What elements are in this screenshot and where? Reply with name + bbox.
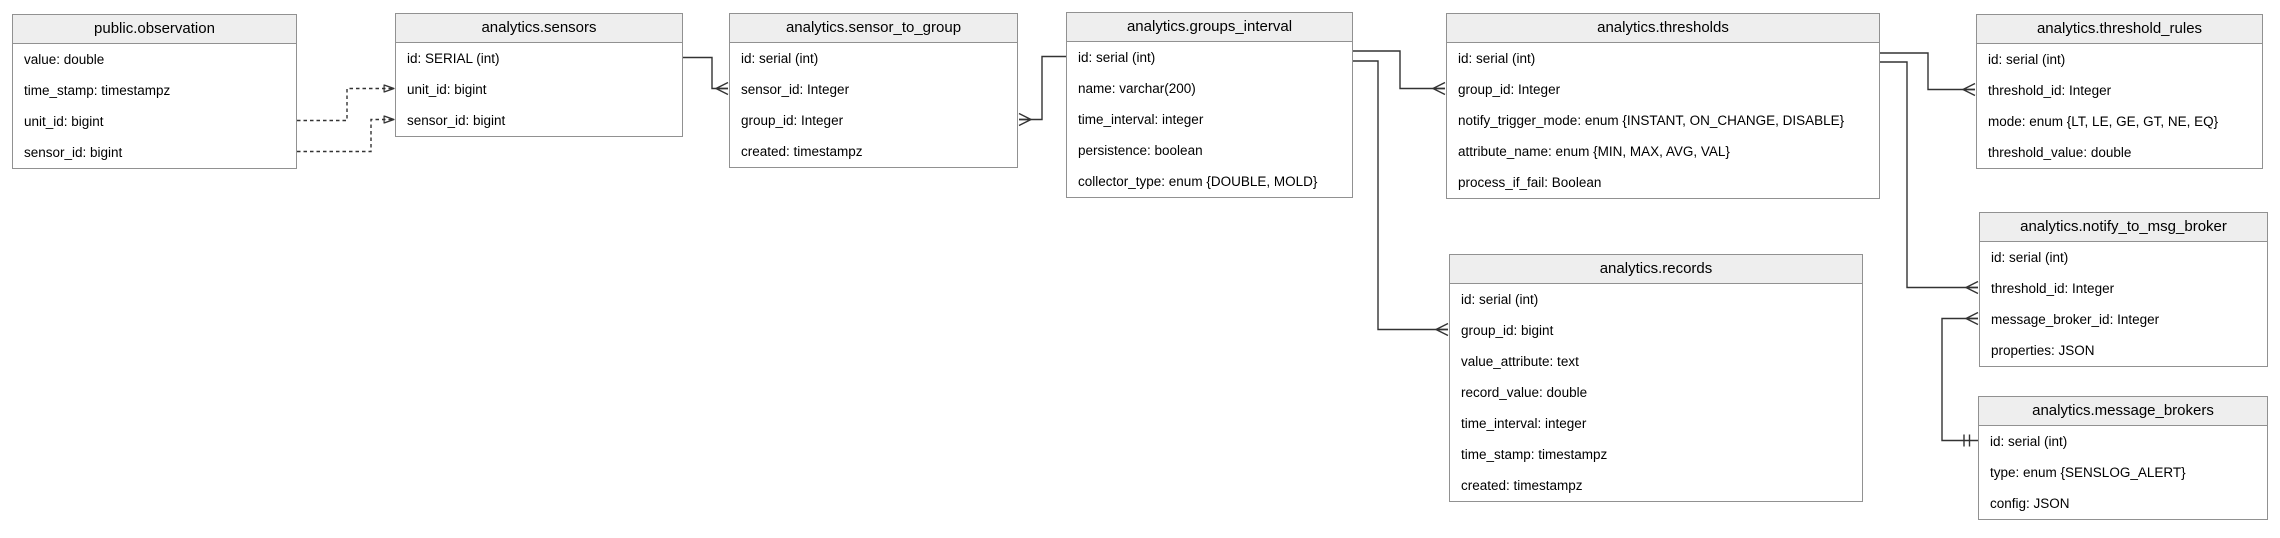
edge-thresholds-to-threshold-rules[interactable] (1880, 52, 1976, 97)
edge-observation-unit-id-to-sensors[interactable] (297, 89, 394, 122)
field-row[interactable]: created: timestampz (741, 144, 863, 159)
table-analytics-sensors[interactable]: analytics.sensors id: SERIAL (int) unit_… (395, 13, 683, 137)
field-row[interactable]: id: serial (int) (1991, 250, 2069, 265)
field-row[interactable]: id: serial (int) (741, 51, 819, 66)
edge-sensors-to-sensor-to-group[interactable] (683, 56, 729, 96)
table-title[interactable]: analytics.threshold_rules (1977, 15, 2262, 44)
table-title[interactable]: analytics.sensor_to_group (730, 14, 1017, 43)
field-row[interactable]: threshold_id: Integer (1991, 281, 2115, 296)
table-public-observation[interactable]: public.observation value: double time_st… (12, 14, 297, 169)
table-analytics-message-brokers[interactable]: analytics.message_brokers id: serial (in… (1978, 396, 2268, 520)
table-analytics-notify-to-msg-broker[interactable]: analytics.notify_to_msg_broker id: seria… (1979, 212, 2268, 367)
table-analytics-records[interactable]: analytics.records id: serial (int) group… (1449, 254, 1863, 502)
table-title[interactable]: analytics.message_brokers (1979, 397, 2267, 426)
table-title[interactable]: analytics.sensors (396, 14, 682, 43)
field-row[interactable]: notify_trigger_mode: enum {INSTANT, ON_C… (1458, 113, 1845, 128)
field-row[interactable]: sensor_id: Integer (741, 82, 850, 97)
field-row[interactable]: attribute_name: enum {MIN, MAX, AVG, VAL… (1458, 144, 1730, 159)
edge-thresholds-to-notify-to-msg-broker[interactable] (1880, 61, 1979, 295)
field-row[interactable]: value_attribute: text (1461, 354, 1579, 369)
field-row[interactable]: unit_id: bigint (24, 114, 104, 129)
field-row[interactable]: id: serial (int) (1461, 292, 1539, 307)
edge-message-brokers-to-notify-to-msg-broker[interactable] (1941, 311, 1979, 442)
table-title[interactable]: public.observation (13, 15, 296, 44)
field-row[interactable]: created: timestampz (1461, 478, 1583, 493)
field-row[interactable]: collector_type: enum {DOUBLE, MOLD} (1078, 174, 1318, 189)
field-row[interactable]: threshold_id: Integer (1988, 83, 2112, 98)
field-row[interactable]: properties: JSON (1991, 343, 2095, 358)
field-row[interactable]: id: serial (int) (1078, 50, 1156, 65)
table-analytics-thresholds[interactable]: analytics.thresholds id: serial (int) gr… (1446, 13, 1880, 199)
field-row[interactable]: id: SERIAL (int) (407, 51, 500, 66)
field-row[interactable]: threshold_value: double (1988, 145, 2132, 160)
table-analytics-groups-interval[interactable]: analytics.groups_interval id: serial (in… (1066, 12, 1353, 198)
field-row[interactable]: mode: enum {LT, LE, GE, GT, NE, EQ} (1988, 114, 2219, 129)
field-row[interactable]: value: double (24, 52, 105, 67)
field-row[interactable]: record_value: double (1461, 385, 1588, 400)
table-title[interactable]: analytics.records (1450, 255, 1862, 284)
table-title[interactable]: analytics.groups_interval (1067, 13, 1352, 42)
field-row[interactable]: config: JSON (1990, 496, 2070, 511)
edge-groups-interval-to-sensor-to-group[interactable] (1018, 55, 1066, 127)
field-row[interactable]: id: serial (int) (1990, 434, 2068, 449)
field-row[interactable]: time_interval: integer (1078, 112, 1204, 127)
field-row[interactable]: type: enum {SENSLOG_ALERT} (1990, 465, 2186, 480)
field-row[interactable]: unit_id: bigint (407, 82, 487, 97)
field-row[interactable]: sensor_id: bigint (407, 113, 506, 128)
table-analytics-sensor-to-group[interactable]: analytics.sensor_to_group id: serial (in… (729, 13, 1018, 168)
field-row[interactable]: process_if_fail: Boolean (1458, 175, 1602, 190)
field-row[interactable]: id: serial (int) (1988, 52, 2066, 67)
edge-observation-sensor-id-to-sensors[interactable] (297, 120, 394, 153)
table-analytics-threshold-rules[interactable]: analytics.threshold_rules id: serial (in… (1976, 14, 2263, 169)
field-row[interactable]: id: serial (int) (1458, 51, 1536, 66)
field-row[interactable]: group_id: bigint (1461, 323, 1554, 338)
one-and-only-one-marker (1963, 434, 1971, 447)
field-row[interactable]: message_broker_id: Integer (1991, 312, 2160, 327)
field-row[interactable]: name: varchar(200) (1078, 81, 1196, 96)
field-row[interactable]: time_interval: integer (1461, 416, 1587, 431)
table-title[interactable]: analytics.notify_to_msg_broker (1980, 213, 2267, 242)
field-row[interactable]: group_id: Integer (741, 113, 844, 128)
field-row[interactable]: persistence: boolean (1078, 143, 1203, 158)
edge-groups-interval-to-records[interactable] (1353, 60, 1449, 337)
field-row[interactable]: time_stamp: timestampz (1461, 447, 1608, 462)
table-title[interactable]: analytics.thresholds (1447, 14, 1879, 43)
field-row[interactable]: sensor_id: bigint (24, 145, 123, 160)
field-row[interactable]: group_id: Integer (1458, 82, 1561, 97)
edge-groups-interval-to-thresholds[interactable] (1353, 50, 1446, 96)
field-row[interactable]: time_stamp: timestampz (24, 83, 171, 98)
